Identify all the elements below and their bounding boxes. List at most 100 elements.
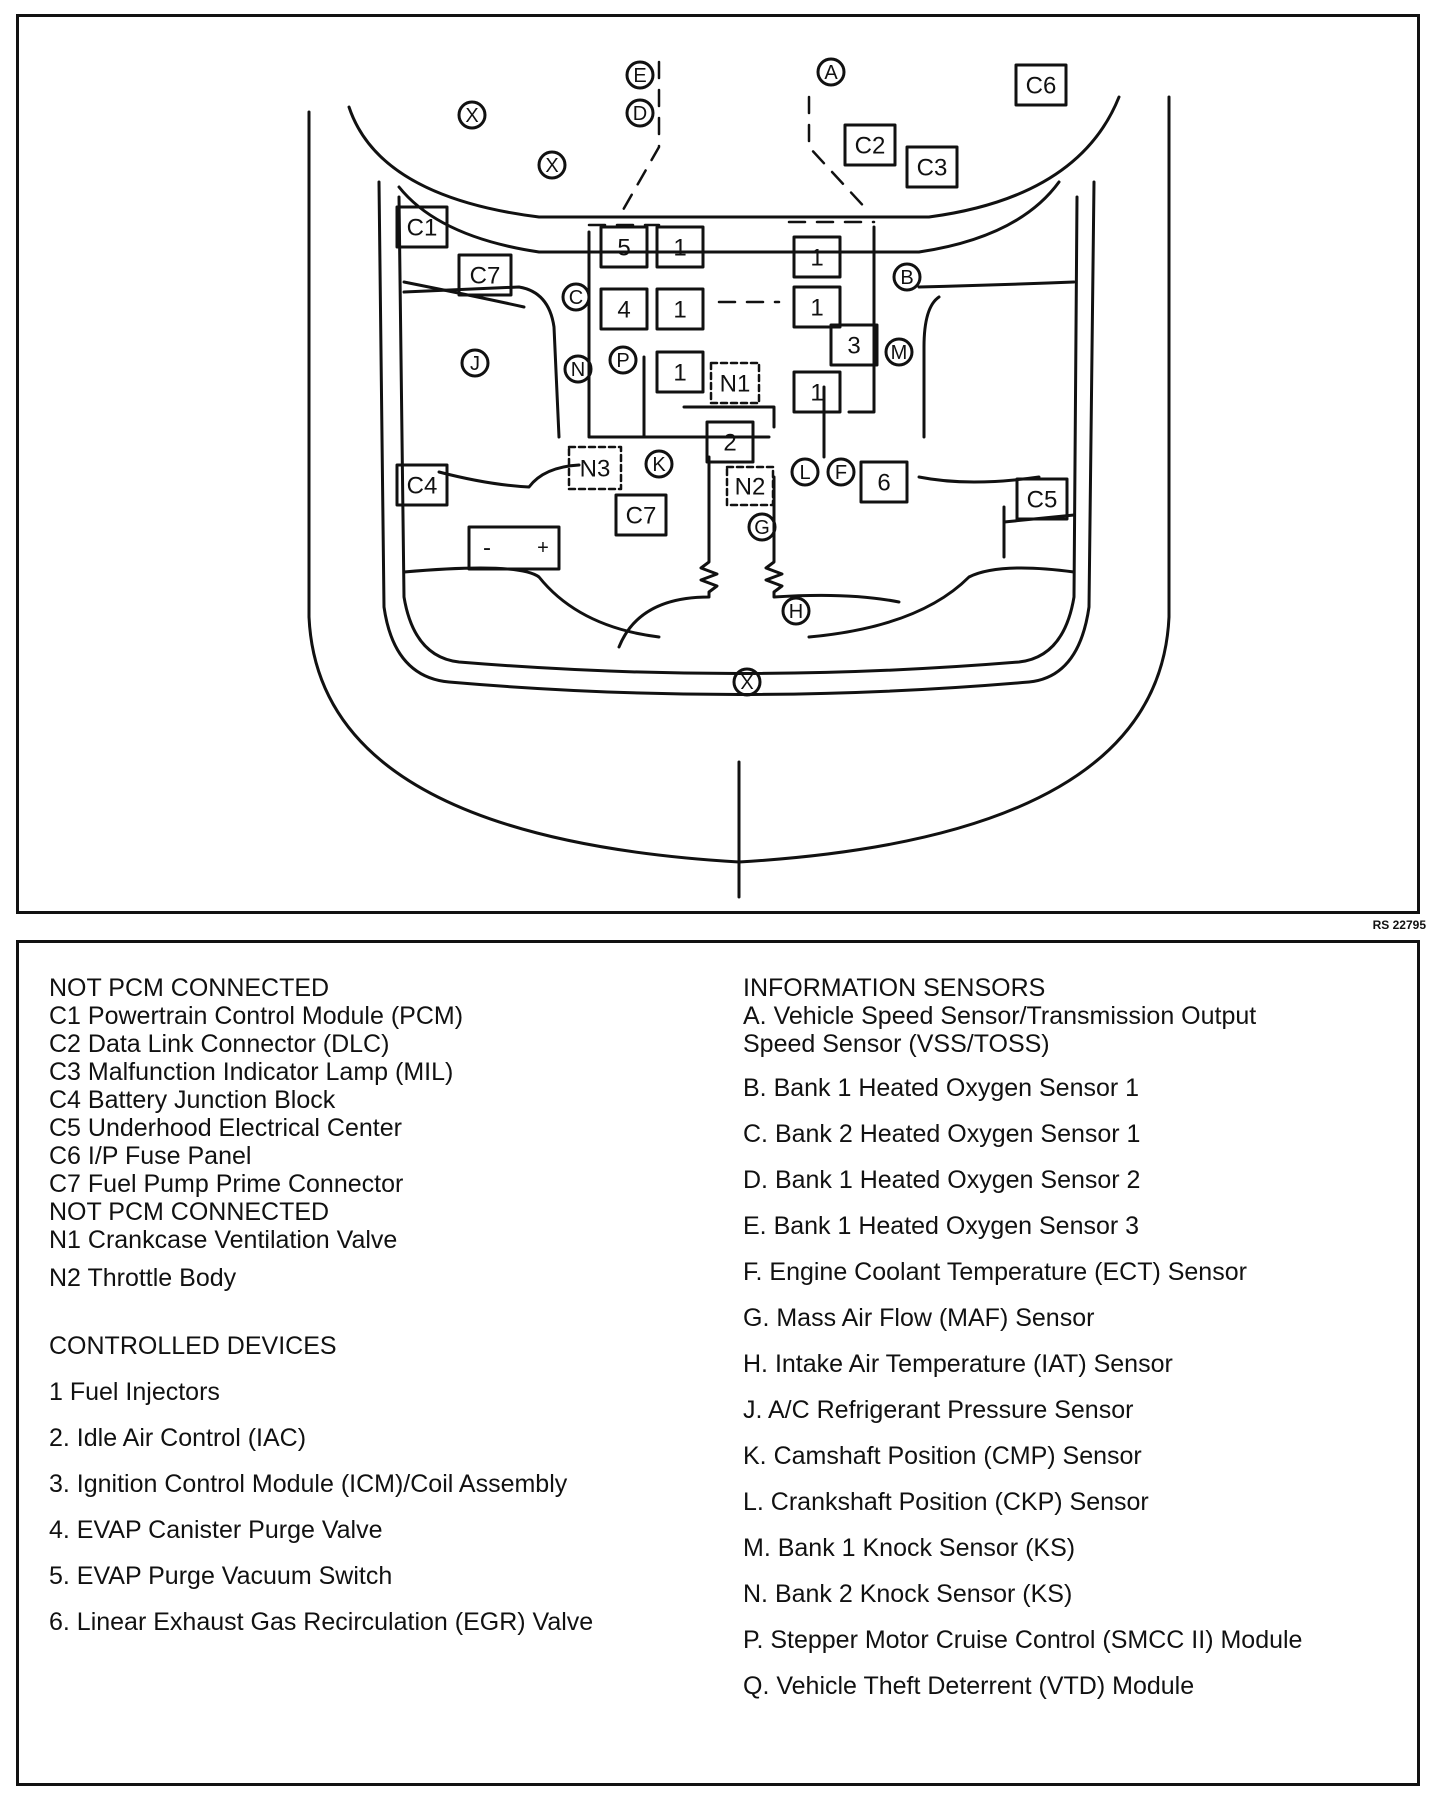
dash-a [807, 95, 871, 214]
callout-k: K [652, 454, 666, 476]
engine-right-wall [847, 225, 876, 414]
box-1e: 1 [810, 295, 823, 322]
callout-k-circle [644, 449, 674, 479]
box-n3-frame [567, 445, 623, 491]
box-2: 2 [723, 430, 736, 457]
box-n1-frame [709, 361, 761, 405]
cowl-outer-curve [347, 95, 1121, 219]
legend-right-line: G. Mass Air Flow (MAF) Sensor [743, 1304, 1095, 1332]
legend-right-line: F. Engine Coolant Temperature (ECT) Sens… [743, 1258, 1247, 1286]
legend-right-line: K. Camshaft Position (CMP) Sensor [743, 1442, 1142, 1470]
compartment-inner [377, 180, 1096, 696]
legend-left-line: 2. Idle Air Control (IAC) [49, 1424, 307, 1452]
legend-left-line: 1 Fuel Injectors [49, 1378, 220, 1406]
box-c4: C4 [407, 473, 438, 500]
box-c5: C5 [1027, 487, 1058, 514]
callout-x3-circle [732, 667, 762, 697]
legend-left-line: CONTROLLED DEVICES [49, 1332, 337, 1360]
box-1f-frame [792, 370, 842, 414]
callout-e: E [633, 65, 646, 87]
box-c4-frame [395, 463, 449, 507]
callout-e-circle [625, 60, 655, 90]
callout-l-circle [790, 457, 820, 487]
box-1c: 1 [673, 360, 686, 387]
legend-left-line: NOT PCM CONNECTED [49, 974, 330, 1002]
battery-plus: + [537, 537, 549, 559]
cowl-inner-curve [397, 180, 1061, 254]
box-n2-frame [725, 465, 775, 507]
box-n1: N1 [720, 371, 751, 398]
box-5-frame [599, 225, 649, 269]
legend-right-line: A. Vehicle Speed Sensor/Transmission Out… [743, 1002, 1257, 1030]
legend-left-line: C3 Malfunction Indicator Lamp (MIL) [49, 1058, 454, 1086]
box-c7-bottom-frame [614, 493, 668, 537]
box-1d-frame [792, 235, 842, 279]
box-c3: C3 [917, 155, 948, 182]
legend-left-line: 4. EVAP Canister Purge Valve [49, 1516, 383, 1544]
box-c2-frame [843, 123, 897, 167]
spring-left [617, 455, 719, 649]
right-fender-line [917, 280, 1076, 289]
callout-p-circle [608, 345, 638, 375]
box-4-frame [599, 287, 649, 331]
callout-c: C [569, 287, 583, 309]
box-c5-frame [1015, 477, 1069, 521]
legend-right-line: Q. Vehicle Theft Deterrent (VTD) Module [743, 1672, 1195, 1700]
engine-compartment-diagram: E D A X X B C M N P J K L F G H X C1 C7 … [16, 14, 1420, 914]
box-1c-frame [655, 350, 705, 394]
callout-f: F [835, 462, 847, 484]
legend-right-line: C. Bank 2 Heated Oxygen Sensor 1 [743, 1120, 1141, 1148]
callout-f-circle [826, 457, 856, 487]
c5-bracket [1002, 505, 1076, 559]
callout-c-circle [561, 282, 591, 312]
legend-right-line: E. Bank 1 Heated Oxygen Sensor 3 [743, 1212, 1140, 1240]
legend-left-line: 3. Ignition Control Module (ICM)/Coil As… [49, 1470, 568, 1498]
box-c3-frame [905, 145, 959, 189]
box-6-frame [859, 460, 909, 504]
callout-x1-circle [457, 100, 487, 130]
box-c1-frame [395, 205, 449, 249]
box-5: 5 [617, 235, 630, 262]
callout-m: M [891, 342, 908, 364]
callout-m-circle [884, 337, 914, 367]
reference-code: RS 22795 [1372, 918, 1426, 932]
legend-left-line: C5 Underhood Electrical Center [49, 1114, 402, 1142]
callout-n: N [571, 359, 585, 381]
callout-d: D [633, 103, 647, 125]
callout-d-circle [625, 98, 655, 128]
legend-left-line: C1 Powertrain Control Module (PCM) [49, 1002, 464, 1030]
intake-line [682, 405, 776, 429]
legend-right-line: N. Bank 2 Knock Sensor (KS) [743, 1580, 1073, 1608]
spring-right [764, 475, 901, 604]
box-n2: N2 [735, 474, 766, 501]
compartment-inner-2 [397, 195, 1079, 675]
legend-left-line: C6 I/P Fuse Panel [49, 1142, 252, 1170]
callout-x2: X [545, 155, 558, 177]
box-c2: C2 [855, 133, 886, 160]
box-1f: 1 [810, 380, 823, 407]
callout-x2-circle [537, 150, 567, 180]
legend-right-line: INFORMATION SENSORS [743, 974, 1046, 1002]
box-1a: 1 [673, 235, 686, 262]
legend-right-line: Speed Sensor (VSS/TOSS) [743, 1030, 1050, 1058]
box-1e-frame [792, 285, 842, 329]
box-2-frame [705, 420, 755, 464]
callout-g-circle [747, 512, 777, 542]
legend-left-line: C4 Battery Junction Block [49, 1086, 336, 1114]
engine-diagram-svg: E D A X X B C M N P J K L F G H X C1 C7 … [307, 57, 1171, 899]
legend-left-line: 5. EVAP Purge Vacuum Switch [49, 1562, 393, 1590]
legend-right-line: J. A/C Refrigerant Pressure Sensor [743, 1396, 1134, 1424]
c4-line [437, 463, 581, 489]
box-1a-frame [655, 225, 705, 269]
box-c1: C1 [407, 215, 438, 242]
legend-right-line: H. Intake Air Temperature (IAT) Sensor [743, 1350, 1173, 1378]
callout-a: A [824, 62, 838, 84]
callout-p: P [616, 350, 629, 372]
lower-right-curve [807, 566, 1076, 639]
legend-right-line: P. Stepper Motor Cruise Control (SMCC II… [743, 1626, 1303, 1654]
callout-g: G [754, 517, 770, 539]
legend-left-line: C7 Fuel Pump Prime Connector [49, 1170, 404, 1198]
legend-right-line: B. Bank 1 Heated Oxygen Sensor 1 [743, 1074, 1140, 1102]
callout-h: H [789, 601, 803, 623]
callout-l: L [799, 462, 810, 484]
